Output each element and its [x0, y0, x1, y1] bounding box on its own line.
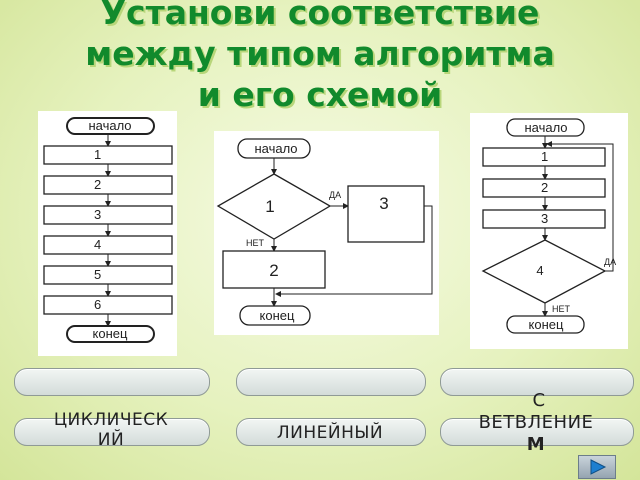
branching-flowchart: начало 1 ДА НЕТ 3 2 конец	[214, 131, 439, 335]
process-step	[43, 145, 173, 165]
end-terminal	[239, 305, 311, 326]
step-label: 3	[541, 211, 548, 226]
cyclic-flowchart: начало 1 2 3 4 ДА НЕТ конец	[470, 113, 628, 349]
next-slide-button[interactable]	[578, 455, 616, 479]
answer-slot-3[interactable]	[440, 368, 634, 396]
end-terminal	[506, 315, 585, 334]
answer-linear-text: ЛИНЕЙНЫЙ	[276, 423, 384, 443]
process-step	[43, 175, 173, 195]
end-label: конец	[529, 317, 564, 332]
process-step	[43, 265, 173, 285]
answer-linear[interactable]	[236, 418, 426, 446]
condition-label: 4	[536, 263, 543, 278]
start-terminal	[66, 117, 155, 135]
step-label: 1	[541, 149, 548, 164]
condition-label: 1	[265, 197, 274, 216]
answer-branching-text: С ВЕТВЛЕНИЕ М	[478, 390, 594, 455]
end-label: конец	[260, 308, 295, 323]
no-action-box	[222, 250, 326, 289]
start-terminal	[237, 138, 311, 159]
yes-action-box	[347, 185, 425, 243]
process-step	[43, 295, 173, 315]
step-label: 2	[94, 177, 101, 192]
step-label: 4	[94, 237, 101, 252]
page-title: Установи соответствие между типом алгори…	[85, 0, 555, 114]
end-label: конец	[93, 326, 128, 341]
step-label: 1	[94, 147, 101, 162]
answer-slot-2[interactable]	[236, 368, 426, 396]
no-action-label: 2	[269, 261, 278, 280]
start-label: начало	[88, 118, 131, 133]
play-arrow-icon	[590, 459, 607, 475]
answer-cyclic[interactable]	[14, 418, 210, 446]
condition-diamond	[481, 239, 607, 304]
condition-diamond	[216, 173, 332, 240]
linear-flowchart: начало 1 2 3 4 5 6 конец	[38, 111, 177, 356]
start-label: начало	[524, 120, 567, 135]
process-step	[482, 178, 606, 198]
step-label: 2	[541, 180, 548, 195]
step-label: 6	[94, 297, 101, 312]
start-label: начало	[254, 141, 297, 156]
step-label: 5	[94, 267, 101, 282]
step-label: 3	[94, 207, 101, 222]
no-label: НЕТ	[246, 238, 265, 248]
answer-cyclic-text: ЦИКЛИЧЕСК ИЙ	[53, 410, 169, 450]
no-label: НЕТ	[552, 304, 571, 314]
process-step	[43, 235, 173, 255]
process-step	[482, 209, 606, 229]
answer-slot-1[interactable]	[14, 368, 210, 396]
yes-action-label: 3	[379, 194, 388, 213]
yes-label: ДА	[329, 190, 341, 200]
end-terminal	[66, 325, 155, 343]
start-terminal	[506, 118, 585, 137]
process-step	[43, 205, 173, 225]
answer-branching[interactable]	[440, 418, 634, 446]
yes-label: ДА	[604, 257, 616, 267]
process-step	[482, 147, 606, 167]
